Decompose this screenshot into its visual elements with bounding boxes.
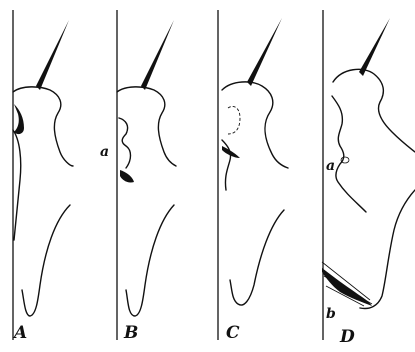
panel-d-marker-b: b (326, 306, 336, 322)
panel-a-head-outline (13, 87, 73, 240)
panel-b-spine (141, 20, 174, 90)
panel-a-body-outline (22, 205, 70, 316)
panel-c: C (218, 10, 288, 343)
panel-d-fin-rays (322, 262, 372, 306)
panel-d-spine (359, 18, 390, 76)
panel-d-fin-mark-b (322, 268, 372, 306)
panel-d: a b D (322, 10, 415, 347)
panel-a: A (12, 10, 73, 343)
panel-b-label: B (123, 323, 138, 343)
panel-c-spine (247, 18, 282, 86)
panel-d-lower-outline (360, 190, 415, 309)
panel-b-body-outline (126, 205, 174, 316)
panel-c-dashed-outline (228, 106, 240, 134)
panel-b: a B (100, 10, 176, 343)
panel-d-label: D (339, 327, 355, 347)
panel-b-head-outline (117, 87, 176, 168)
panel-a-label: A (12, 323, 27, 343)
panel-d-marker-a: a (326, 158, 335, 174)
panel-d-head-outline (332, 69, 415, 212)
panel-b-lower-mark (120, 170, 134, 183)
panel-a-mouth-mark (14, 104, 24, 134)
panel-c-head-outline (222, 82, 288, 190)
panel-c-body-outline (230, 210, 284, 305)
panel-a-spine (36, 20, 69, 90)
panel-c-label: C (226, 323, 240, 343)
panel-b-marker-a: a (100, 144, 109, 160)
